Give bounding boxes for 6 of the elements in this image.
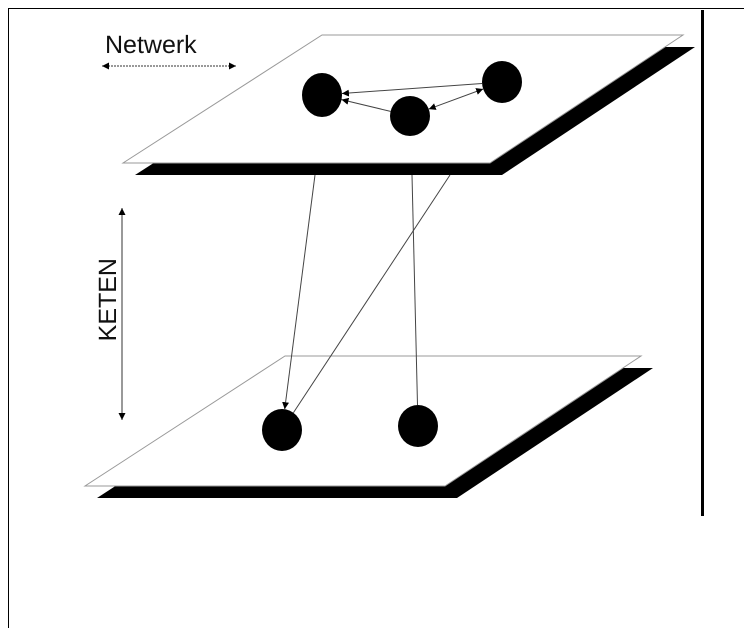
arrow — [282, 174, 316, 410]
plane — [85, 356, 655, 500]
arrow — [428, 88, 484, 110]
arrow — [341, 98, 392, 112]
axis-label: Netwerk — [105, 33, 197, 58]
arrow — [341, 82, 483, 97]
